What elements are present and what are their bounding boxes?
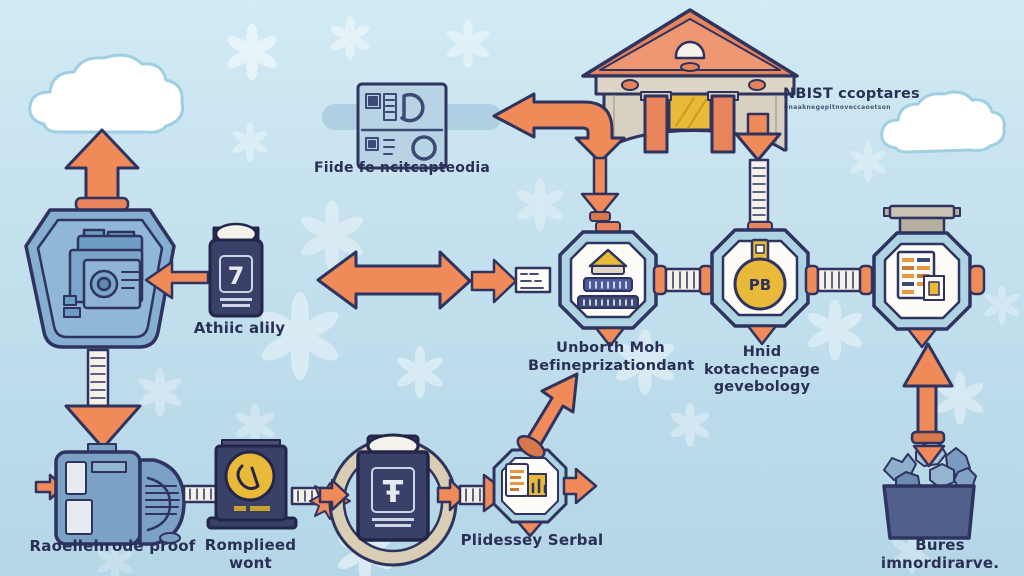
sealed-box-label: Romplieed wont Reman deries	[204, 536, 297, 576]
house-stamp-icon	[577, 248, 639, 309]
documents-camera-icon	[63, 228, 144, 318]
bank-label: NBIST ccoptares	[783, 86, 920, 102]
verification-machine-icon	[34, 443, 186, 546]
machine-to-box-connector	[182, 484, 220, 504]
key-node-label: Hnid kotachecpage gevebology	[703, 344, 821, 396]
bank-column-left	[643, 94, 669, 154]
wax-seal-icon	[224, 450, 276, 502]
ring-jar-glyph: Ŧ	[383, 475, 404, 510]
upload-arrow	[64, 128, 140, 212]
cloud-top-left-icon	[28, 53, 185, 134]
machine-label: Raoellehrode proof	[29, 537, 196, 555]
ledger-summary-node	[492, 448, 598, 538]
identity-node-label: Unborth Moh Befineprizationdant	[528, 340, 695, 374]
key-credential-node: PB	[710, 221, 810, 346]
identity-verification-node	[558, 221, 658, 348]
bin-to-ledger-up-arrow	[902, 342, 954, 468]
bank-building-icon	[581, 8, 799, 154]
jar-glyph: 7	[228, 262, 245, 290]
node1-node2-connector	[652, 264, 714, 296]
discard-bin-icon	[882, 443, 977, 540]
key-badge-letters: PB	[749, 276, 771, 294]
ledger-diagonal-up-arrow	[516, 372, 579, 459]
scanner-hexagon-node	[24, 208, 176, 349]
bank-sublabel: onaaknegepitnoveccaoetson	[784, 104, 891, 111]
building-branch-arrow	[492, 92, 626, 222]
certificate-card-icon	[322, 82, 502, 170]
ledger-node-label: Plidessey Serbal	[460, 531, 604, 549]
key-badge-icon: PB	[733, 238, 787, 311]
building-to-key-node-connector	[734, 112, 782, 224]
authenticity-label: Athiic alily	[193, 319, 286, 337]
ledger-node-right-arrow	[562, 467, 598, 505]
document-chart-icon	[505, 463, 547, 497]
authenticity-jar-icon: 7	[144, 222, 264, 318]
sealed-box-icon	[206, 439, 298, 530]
bidirectional-arrow	[316, 250, 552, 310]
cloud-top-right-icon	[880, 90, 1006, 154]
bank-column-right	[710, 94, 736, 154]
spreadsheet-document-icon	[896, 250, 945, 301]
pediment-arch-window	[674, 40, 706, 60]
jar-to-hexagon-arrow	[144, 260, 210, 300]
hexagon-down-connector-arrow	[64, 348, 142, 450]
card-label: Fiide fe ncitcapteodia	[313, 160, 490, 176]
node2-node3-connector	[804, 264, 874, 296]
recycle-ring-jar-icon: Ŧ	[318, 433, 468, 567]
ledger-record-node	[872, 204, 986, 349]
bin-label: Bures imnordirarve.	[880, 536, 1000, 573]
